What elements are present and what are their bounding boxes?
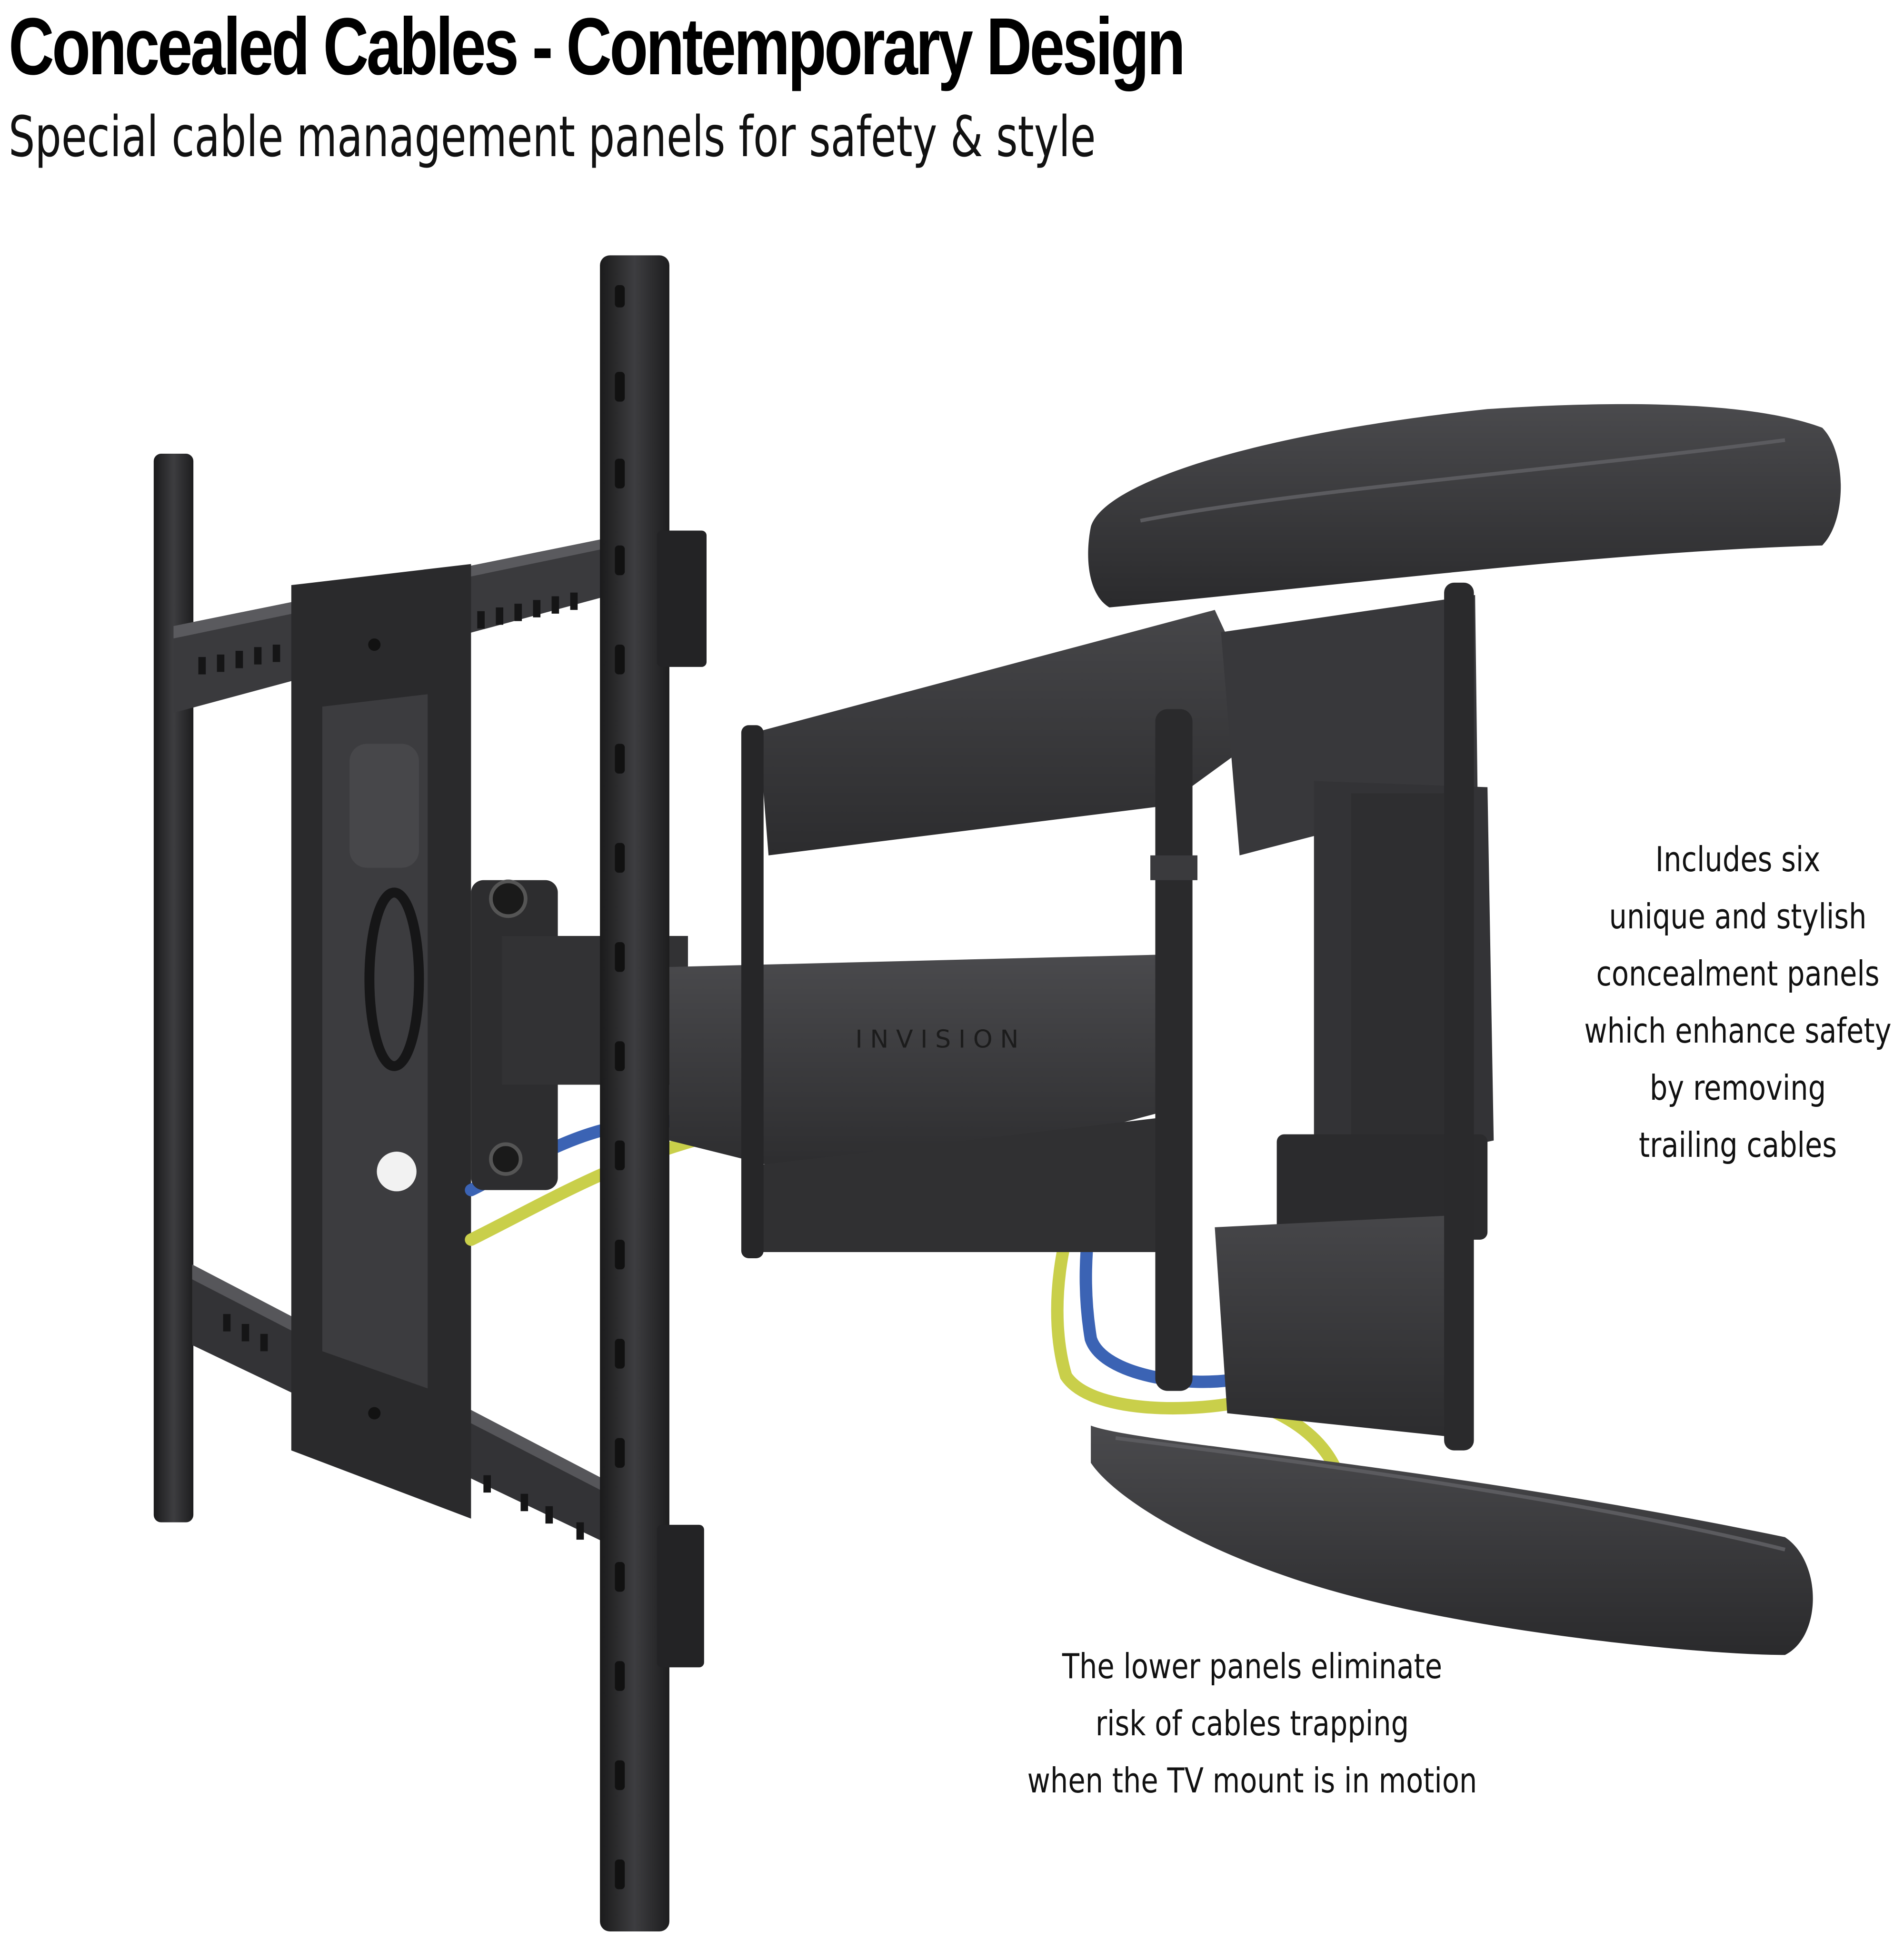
lower-arm-panel: INVISION <box>669 955 1190 1252</box>
callout-lower-panels: The lower panels eliminate risk of cable… <box>1014 1638 1490 1809</box>
pivot-column <box>1150 709 1197 1391</box>
left-vertical-rail <box>153 454 194 1522</box>
page-subtitle: Special cable management panels for safe… <box>9 104 1096 169</box>
callout-line: risk of cables trapping <box>1095 1703 1409 1743</box>
upper-arm-panel <box>741 610 1240 1259</box>
callout-line: which enhance safety <box>1584 1011 1892 1051</box>
wall-plate <box>291 564 471 1519</box>
bottom-tv-plate <box>1091 1425 1813 1655</box>
invision-logo: INVISION <box>855 1025 1026 1054</box>
page-title: Concealed Cables - Contemporary Design <box>9 1 1186 92</box>
top-tv-plate <box>1088 404 1841 607</box>
callout-line: when the TV mount is in motion <box>1027 1761 1477 1801</box>
callout-line: by removing <box>1649 1068 1826 1108</box>
right-vertical-rail <box>600 255 707 1931</box>
callout-concealment-panels: Includes six unique and stylish concealm… <box>1578 831 1898 1174</box>
callout-line: Includes six <box>1655 839 1821 879</box>
callout-line: concealment panels <box>1596 954 1880 994</box>
connector-arm <box>1215 582 1494 1451</box>
callout-line: The lower panels eliminate <box>1062 1646 1443 1686</box>
callout-line: unique and stylish <box>1609 896 1867 936</box>
callout-line: trailing cables <box>1638 1125 1837 1165</box>
